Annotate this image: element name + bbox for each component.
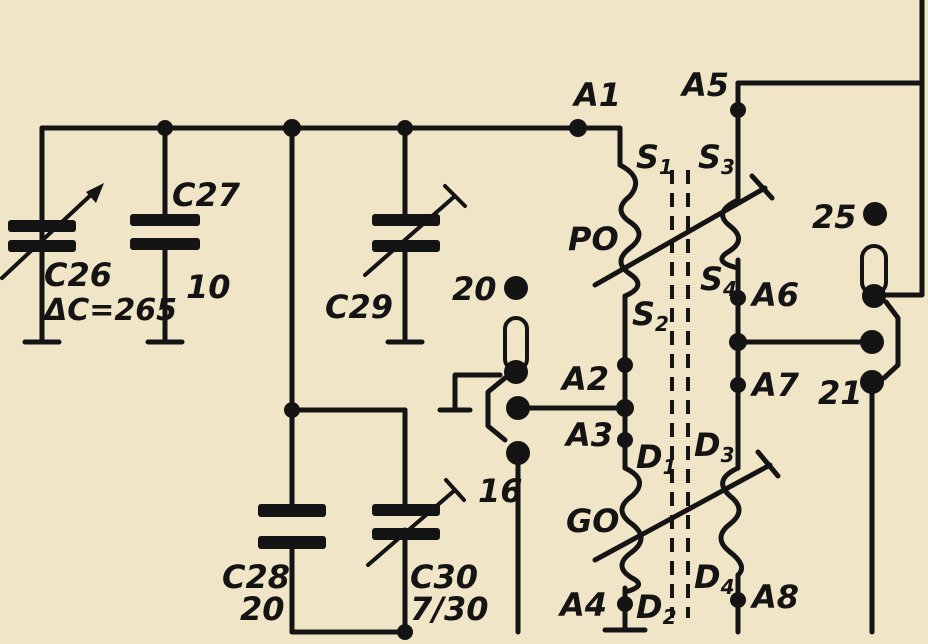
capacitor-c27 <box>130 214 200 250</box>
capacitor-c28 <box>258 504 326 549</box>
right-side-wire <box>882 0 925 298</box>
label-a3: A3 <box>563 416 613 454</box>
label-c27-value: 10 <box>186 268 231 306</box>
label-po: PO <box>568 220 619 258</box>
capacitor-c30 <box>366 478 466 567</box>
top-bus-wire <box>39 125 623 315</box>
transformer-core <box>670 170 690 618</box>
label-a8: A8 <box>749 578 799 616</box>
label-s4: S4 <box>700 260 737 301</box>
tuning-slug-upper <box>592 173 775 288</box>
coil-d3-d4 <box>718 465 745 578</box>
label-c30-value: 7/30 <box>410 590 488 628</box>
label-terminal-20: 20 <box>452 270 497 308</box>
label-d3: D3 <box>694 426 734 467</box>
capacitor-c26 <box>0 183 104 280</box>
label-go: GO <box>566 502 619 540</box>
label-a1: A1 <box>571 76 621 114</box>
label-c26: C26 <box>44 256 112 294</box>
label-c29: C29 <box>325 288 393 326</box>
label-s3: S3 <box>698 138 735 179</box>
label-c28-value: 20 <box>240 590 285 628</box>
label-d4: D4 <box>694 558 734 599</box>
switch-16 <box>485 276 530 465</box>
capacitor-c29 <box>363 184 467 277</box>
label-a5: A5 <box>679 66 729 104</box>
coil-go <box>619 465 644 595</box>
tuning-slug-lower <box>592 449 781 563</box>
label-d2: D2 <box>636 588 676 629</box>
label-a2: A2 <box>559 360 609 398</box>
label-terminal-25: 25 <box>812 198 857 236</box>
label-s1: S1 <box>636 138 673 179</box>
label-c26-delta: ΔC=265 <box>42 293 177 328</box>
label-c27: C27 <box>172 176 241 214</box>
top-right-wire <box>735 0 925 86</box>
switch-16-ground-lead <box>452 372 503 413</box>
label-c30: C30 <box>410 558 478 596</box>
label-a7: A7 <box>749 366 800 404</box>
label-a6: A6 <box>749 276 799 314</box>
switch-21 <box>860 202 901 394</box>
labels: C26 ΔC=265 C27 10 C29 C28 20 C30 7/30 PO… <box>42 66 863 629</box>
label-s2: S2 <box>632 295 669 336</box>
label-terminal-21: 21 <box>818 374 863 412</box>
label-a4: A4 <box>557 586 607 624</box>
label-terminal-16: 16 <box>478 472 523 510</box>
coil-po <box>617 162 642 299</box>
label-d1: D1 <box>636 438 676 479</box>
junction-dots <box>157 102 747 640</box>
wires <box>22 0 925 635</box>
label-c28: C28 <box>222 558 290 596</box>
